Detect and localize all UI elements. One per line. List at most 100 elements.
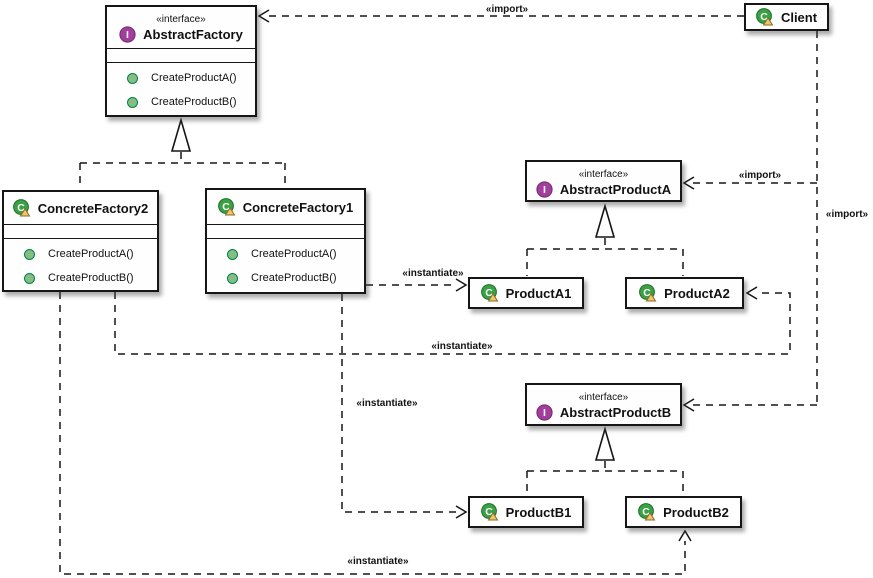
method-label: CreateProductB() [251, 272, 337, 284]
class-name: ProductA1 [505, 285, 572, 301]
method-row: CreateProductA() [107, 66, 255, 90]
class-name: ConcreteFactory1 [242, 199, 354, 215]
edge-label-instantiate: «instantiate» [402, 268, 464, 279]
arrowhead-into-abstractproductb [682, 398, 695, 412]
class-box-abstract-factory[interactable]: «interface» I AbstractFactory CreateProd… [105, 5, 257, 117]
edge-realization-products-abstractproductb [526, 461, 684, 495]
methods-compartment: CreateProductA() CreateProductB() [107, 62, 255, 114]
svg-text:C: C [760, 11, 768, 23]
method-label: CreateProductB() [151, 96, 237, 108]
arrowhead-into-abstractfactory [257, 9, 270, 23]
edge-label-import: «import» [738, 170, 782, 181]
class-name: Client [780, 9, 818, 25]
edge-factory2-instantiate-productb2 [59, 292, 686, 575]
class-icon: C [480, 284, 499, 302]
method-row: CreateProductB() [107, 90, 255, 114]
svg-text:I: I [543, 184, 546, 196]
arrowhead-into-producta1 [455, 278, 468, 292]
class-box-product-a2[interactable]: C ProductA2 [625, 277, 744, 309]
class-icon: C [12, 199, 31, 217]
svg-text:C: C [643, 287, 651, 299]
class-name: ProductB2 [663, 504, 729, 520]
public-method-icon [127, 96, 138, 108]
edge-label-import: «import» [825, 209, 869, 220]
stereotype-label: «interface» [156, 14, 206, 25]
class-icon: C [638, 503, 656, 521]
svg-text:C: C [485, 287, 493, 299]
class-box-product-a1[interactable]: C ProductA1 [468, 277, 584, 309]
public-method-icon [227, 248, 238, 260]
edge-realization-factories-abstractfactory [79, 152, 286, 189]
class-header: C ConcreteFactory2 [4, 192, 157, 224]
triangle-abstractproductb [594, 426, 616, 461]
svg-text:I: I [543, 407, 546, 419]
svg-text:C: C [17, 202, 25, 214]
public-method-icon [227, 272, 238, 284]
arrowhead-into-producta2 [745, 286, 758, 300]
svg-text:I: I [126, 29, 129, 41]
fields-compartment [4, 224, 157, 238]
arrowhead-into-productb1 [455, 505, 468, 519]
class-header: C ConcreteFactory1 [207, 190, 364, 224]
class-box-abstract-product-a[interactable]: «interface» I AbstractProductA [525, 160, 682, 202]
stereotype-label: «interface» [578, 169, 629, 180]
warning-triangle-icon [762, 16, 774, 26]
class-box-concrete-factory1[interactable]: C ConcreteFactory1 CreateProductA() Crea… [205, 188, 366, 294]
svg-text:C: C [485, 506, 493, 518]
class-name: ConcreteFactory2 [37, 200, 149, 216]
class-icon: C [756, 8, 774, 26]
triangle-abstractproducta [594, 203, 616, 238]
warning-triangle-icon [224, 206, 236, 216]
method-label: CreateProductA() [251, 248, 337, 260]
warning-triangle-icon [645, 292, 657, 302]
class-name: AbstractFactory [143, 27, 243, 42]
edge-label-import: «import» [485, 4, 529, 15]
edge-factory2-instantiate-producta2 [114, 292, 791, 355]
public-method-icon [24, 272, 35, 284]
edge-label-instantiate: «instantiate» [347, 556, 409, 567]
warning-triangle-icon [19, 207, 31, 217]
class-name: AbstractProductB [559, 405, 672, 420]
interface-icon: I [536, 181, 553, 198]
stereotype-label: «interface» [578, 392, 629, 403]
class-box-product-b1[interactable]: C ProductB1 [468, 496, 584, 528]
method-row: CreateProductA() [207, 242, 364, 266]
edge-label-instantiate: «instantiate» [431, 341, 493, 352]
svg-text:C: C [222, 201, 230, 213]
class-name: AbstractProductA [559, 182, 672, 197]
methods-compartment: CreateProductA() CreateProductB() [4, 238, 157, 290]
class-icon: C [480, 503, 499, 521]
edge-realization-products-abstractproducta [526, 238, 684, 276]
triangle-abstractfactory [170, 117, 192, 152]
class-header: «interface» I AbstractFactory [107, 7, 255, 48]
class-icon: C [639, 284, 657, 302]
warning-triangle-icon [487, 511, 499, 521]
method-label: CreateProductA() [48, 248, 134, 260]
fields-compartment [107, 48, 255, 62]
method-row: CreateProductA() [4, 242, 157, 266]
method-row: CreateProductB() [4, 266, 157, 290]
methods-compartment: CreateProductA() CreateProductB() [207, 238, 364, 290]
method-row: CreateProductB() [207, 266, 364, 290]
class-box-concrete-factory2[interactable]: C ConcreteFactory2 CreateProductA() Crea… [2, 190, 159, 292]
class-box-abstract-product-b[interactable]: «interface» I AbstractProductB [525, 383, 682, 426]
method-label: CreateProductA() [151, 72, 237, 84]
class-icon: C [217, 198, 236, 216]
method-label: CreateProductB() [48, 272, 134, 284]
warning-triangle-icon [487, 292, 499, 302]
warning-triangle-icon [644, 511, 656, 521]
class-name: ProductA2 [664, 285, 730, 301]
public-method-icon [24, 248, 35, 260]
class-name: ProductB1 [505, 504, 572, 520]
interface-icon: I [119, 26, 136, 43]
fields-compartment [207, 224, 364, 238]
edge-label-instantiate: «instantiate» [356, 398, 418, 409]
class-box-product-b2[interactable]: C ProductB2 [625, 496, 742, 528]
class-box-client[interactable]: C Client [744, 3, 829, 31]
arrowhead-into-abstractproducta [682, 176, 695, 190]
arrowhead-into-productb2 [678, 529, 692, 542]
svg-text:C: C [642, 506, 650, 518]
interface-icon: I [536, 404, 553, 421]
